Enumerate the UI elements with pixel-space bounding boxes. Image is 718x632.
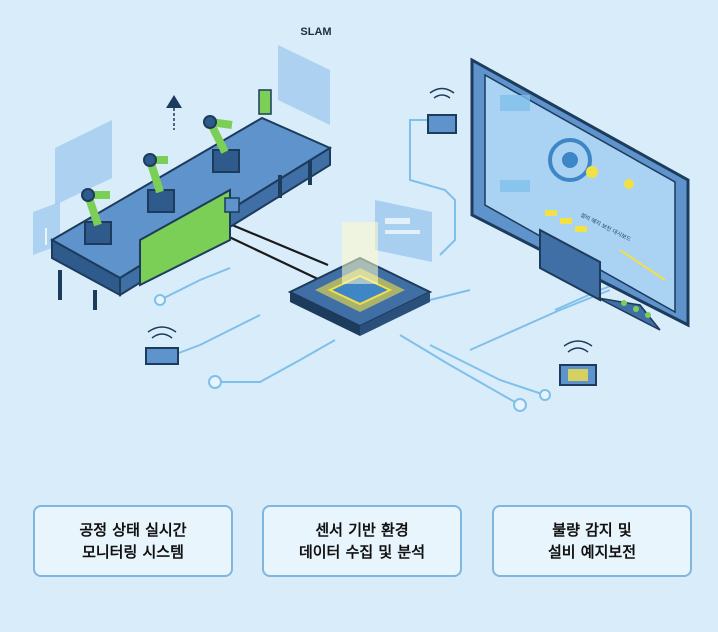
edge-processor-chip: [287, 222, 433, 336]
caption-2-line-1: 센서 기반 환경: [315, 521, 409, 539]
slam-label: SLAM: [300, 26, 332, 38]
robot-arm-3: [203, 115, 240, 173]
caption-2-line-2: 데이터 수집 및 분석: [298, 543, 426, 561]
robot-arm-1: [81, 188, 112, 245]
caption-3-line-1: 불량 감지 및: [552, 521, 632, 539]
caption-3-line-2: 설비 예지보전: [547, 543, 637, 561]
factory-cables: [224, 220, 329, 281]
sensor-top: [427, 87, 457, 134]
robot-arm-2: [143, 153, 175, 213]
caption-box-defect: 불량 감지 및 설비 예지보전: [492, 505, 692, 577]
sensor-right: [559, 340, 597, 386]
network-nodes: [154, 294, 551, 412]
navigation-arrow-icon: [166, 95, 182, 130]
sensor-left: [145, 326, 179, 365]
caption-1-line-1: 공정 상태 실시간: [79, 521, 187, 539]
caption-box-monitoring: 공정 상태 실시간 모니터링 시스템: [33, 505, 233, 577]
holo-panels: [33, 45, 432, 262]
hmi-monitor: 설비 예지 보전 대시보드: [470, 57, 690, 331]
conveyor-line: [49, 89, 333, 310]
caption-box-sensor: 센서 기반 환경 데이터 수집 및 분석: [262, 505, 462, 577]
caption-1-line-2: 모니터링 시스템: [82, 543, 184, 561]
